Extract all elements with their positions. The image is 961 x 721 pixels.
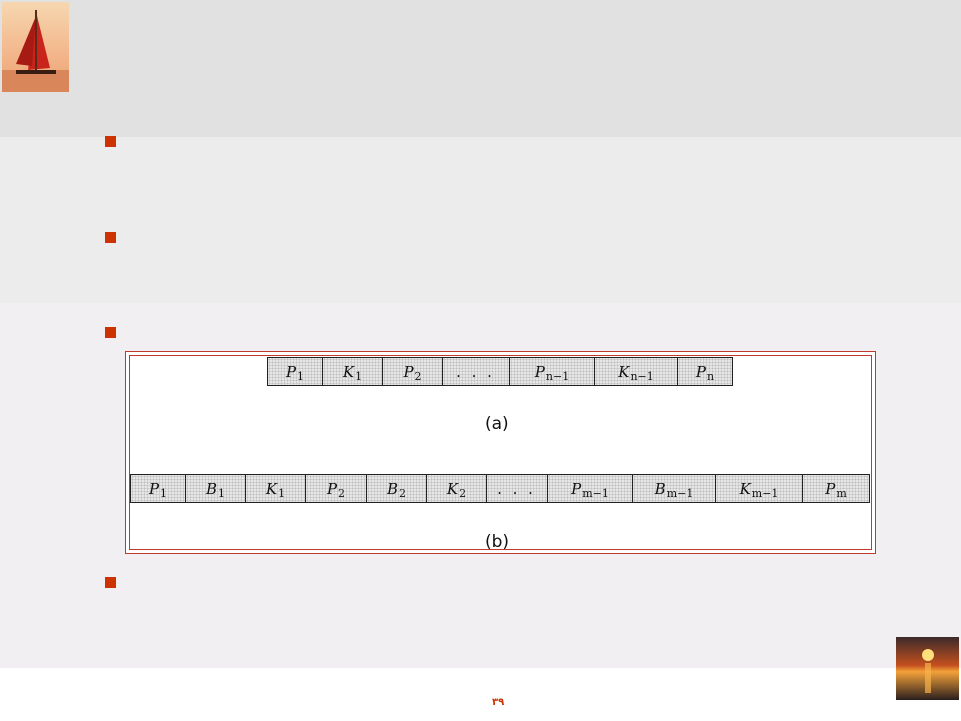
bullet-4 — [105, 577, 116, 588]
page-number: ۳۹ — [492, 697, 505, 708]
caption-a: (a) — [485, 414, 509, 434]
node-cell-ellipsis: . . . — [486, 474, 548, 503]
bullet-1 — [105, 136, 116, 147]
caption-b: (b) — [485, 532, 510, 552]
sunset-thumbnail — [896, 637, 959, 700]
content-band-1 — [0, 137, 961, 303]
node-cell-ellipsis: . . . — [442, 357, 510, 386]
bullet-2 — [105, 232, 116, 243]
sailboat-thumbnail — [2, 2, 69, 92]
figure-inner-border — [129, 355, 872, 550]
header-band — [0, 0, 961, 137]
bullet-3 — [105, 327, 116, 338]
